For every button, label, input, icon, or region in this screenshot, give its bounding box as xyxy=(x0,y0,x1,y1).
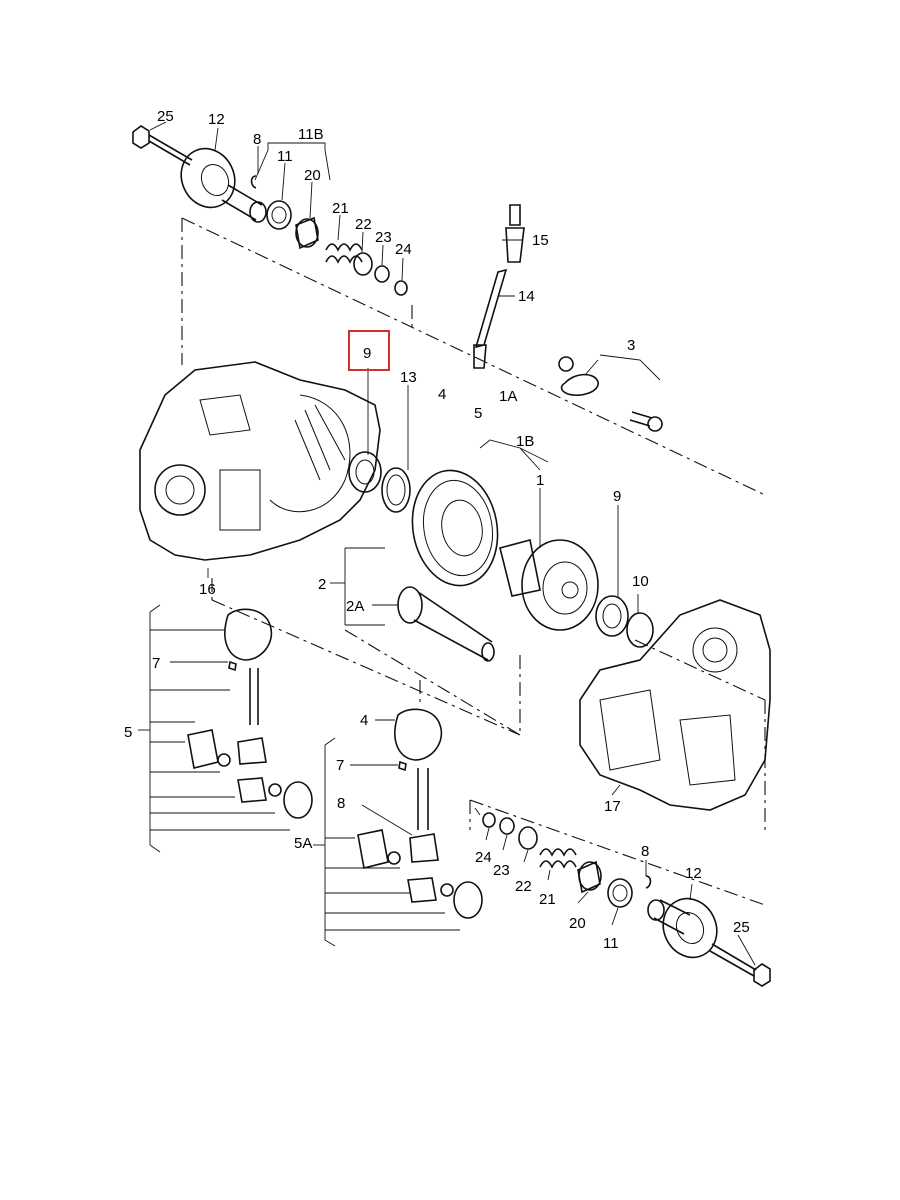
label-21-top: 21 xyxy=(332,200,349,217)
label-16: 16 xyxy=(199,581,216,598)
diff-gears-set-5 xyxy=(187,608,313,819)
label-8-center: 8 xyxy=(337,795,345,812)
flange-shaft-bottom xyxy=(482,812,771,987)
label-4-center: 4 xyxy=(360,712,368,729)
label-22-top: 22 xyxy=(355,216,372,233)
label-9-highlighted: 9 xyxy=(363,345,371,362)
ring-13 xyxy=(381,467,411,513)
label-11-bottom: 11 xyxy=(603,935,619,952)
bearing-9-right xyxy=(595,595,629,637)
label-7-center: 7 xyxy=(336,757,344,774)
cover-plate xyxy=(558,356,663,432)
label-5A: 5A xyxy=(294,835,312,852)
axis-lines xyxy=(181,217,766,906)
label-15: 15 xyxy=(532,232,549,249)
label-21-bottom: 21 xyxy=(539,891,556,908)
label-7-left: 7 xyxy=(152,655,160,672)
label-10: 10 xyxy=(632,573,649,590)
diff-gears-set-5A xyxy=(357,708,483,919)
label-17: 17 xyxy=(604,798,621,815)
crown-wheel xyxy=(411,469,499,587)
label-3: 3 xyxy=(627,337,635,354)
group-brackets xyxy=(138,142,661,947)
label-25-top: 25 xyxy=(157,108,174,125)
label-9-right: 9 xyxy=(613,488,621,505)
label-1: 1 xyxy=(536,472,544,489)
label-4-top: 4 xyxy=(438,386,446,403)
label-22-bottom: 22 xyxy=(515,878,532,895)
transmission-housing-right xyxy=(579,599,771,811)
label-13: 13 xyxy=(400,369,417,386)
label-23-top: 23 xyxy=(375,229,392,246)
label-1A: 1A xyxy=(499,388,517,405)
label-25-bottom: 25 xyxy=(733,919,750,936)
highlight-box xyxy=(348,330,390,371)
label-23-bottom: 23 xyxy=(493,862,510,879)
label-24-top: 24 xyxy=(395,241,412,258)
label-12-bottom: 12 xyxy=(685,865,702,882)
transmission-housing-left xyxy=(139,361,381,561)
leader-lines xyxy=(149,121,756,966)
label-1B: 1B xyxy=(516,433,534,450)
label-5-left: 5 xyxy=(124,724,132,741)
label-14: 14 xyxy=(518,288,535,305)
label-12-top: 12 xyxy=(208,111,225,128)
part-labels: 25 12 8 11B 11 20 21 22 23 24 15 14 3 9 … xyxy=(124,108,750,952)
speedometer-drive xyxy=(473,204,525,369)
pinion-shaft xyxy=(397,586,495,662)
label-20-bottom: 20 xyxy=(569,915,586,932)
label-5-top: 5 xyxy=(474,405,482,422)
o-ring-10 xyxy=(626,612,654,648)
differential-case xyxy=(499,539,599,631)
label-2: 2 xyxy=(318,576,326,593)
label-8-top: 8 xyxy=(253,131,261,148)
label-11-top: 11 xyxy=(277,148,293,165)
bearing-9-top xyxy=(348,451,382,493)
label-20-top: 20 xyxy=(304,167,321,184)
label-24-bottom: 24 xyxy=(475,849,492,866)
label-11B: 11B xyxy=(298,126,324,143)
label-2A: 2A xyxy=(346,598,364,615)
label-8-bottom: 8 xyxy=(641,843,649,860)
flange-shaft-top xyxy=(132,125,408,296)
